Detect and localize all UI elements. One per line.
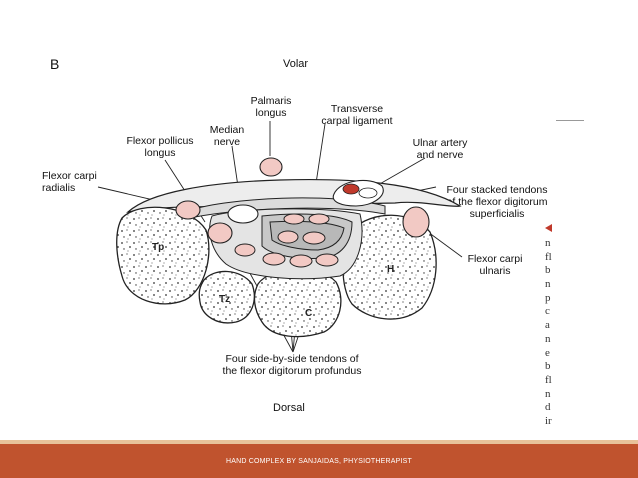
fdp-tendon-2 (262, 252, 286, 266)
ulnar-artery (342, 183, 360, 195)
trapezoid-label: Tz (219, 294, 230, 305)
fdp-tendon-1 (234, 243, 256, 257)
side-letter: c (545, 305, 550, 318)
fds-tendon-1 (283, 213, 305, 225)
capitate-label: C (305, 308, 312, 319)
side-letter: fl (545, 373, 552, 386)
capitate-bone: C (253, 268, 342, 338)
flexor-pollicus-longus-tendon (207, 222, 233, 244)
footer-bar: HAND COMPLEX BY SANJAIDAS, PHYSIOTHERAPI… (0, 444, 638, 478)
flexor-carpi-radialis-tendon (175, 200, 201, 220)
side-letter: e (545, 346, 550, 359)
side-letter: b (545, 360, 551, 373)
side-letter: n (545, 332, 551, 345)
flexor-carpi-ulnaris-tendon (402, 206, 430, 238)
outer-tendons (175, 157, 430, 244)
fds-tendon-2 (308, 213, 330, 225)
fdp-tendon-3 (289, 254, 313, 268)
fdp-tendons (234, 243, 339, 268)
fds-tendon-4 (302, 231, 326, 245)
side-letter: fl (545, 250, 552, 263)
volar-label: Volar (283, 58, 309, 70)
side-letter: d (545, 401, 551, 414)
side-divider (556, 120, 584, 121)
side-letter: p (545, 291, 551, 304)
footer-text: HAND COMPLEX BY SANJAIDAS, PHYSIOTHERAPI… (225, 458, 413, 465)
side-letter: n (545, 387, 551, 400)
fdp-tendon-4 (315, 253, 339, 267)
side-letter: ir (545, 414, 552, 427)
trapezium-bone: Tp (116, 206, 210, 305)
palmaris-longus-tendon (259, 157, 283, 177)
carpal-tunnel-illustration: Tp Tz C H (97, 121, 463, 353)
footer-accent-line (0, 440, 638, 444)
median-nerve (227, 204, 259, 224)
side-letter: b (545, 264, 551, 277)
trapezoid-bone: Tz (198, 270, 255, 324)
ulnar-artery-nerve (332, 179, 384, 207)
panel-letter: B (50, 56, 60, 72)
ulnar-nerve (358, 187, 378, 199)
hamate-label: H (387, 264, 394, 275)
side-letter: n (545, 278, 551, 291)
fds-tendons (277, 213, 330, 245)
trapezium-label: Tp (152, 242, 164, 253)
dorsal-label: Dorsal (273, 402, 305, 414)
side-letter: a (545, 319, 550, 332)
fds-tendon-3 (277, 230, 299, 244)
side-letter: n (545, 237, 551, 249)
bullet-arrow-icon (545, 224, 552, 232)
